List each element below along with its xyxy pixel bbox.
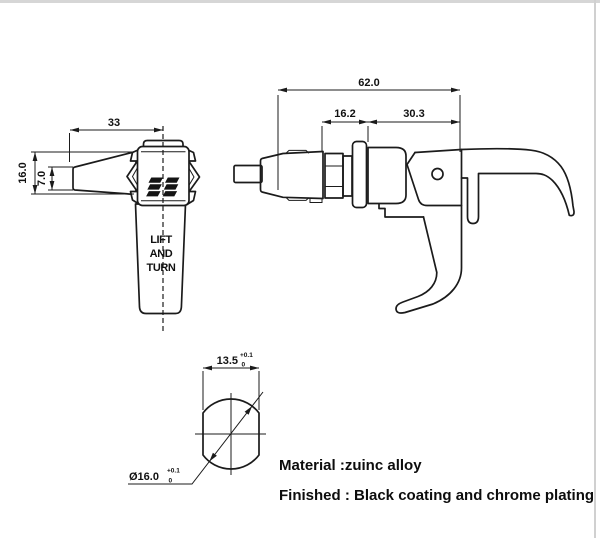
side-nut — [324, 152, 344, 199]
dim-dia-16-0-label: Ø16.0 — [129, 471, 159, 483]
dimension-33: 33 — [69, 117, 163, 162]
page-top-border — [0, 0, 600, 3]
handle-label-line1: LIFT — [150, 234, 172, 246]
side-knob — [259, 150, 324, 200]
dimension-dia-16-0: Ø16.0 +0.1 0 — [129, 468, 180, 485]
brand-logo-icon — [146, 177, 180, 197]
bottom-circle — [202, 398, 260, 470]
handle-label-line3: TURN — [147, 262, 176, 274]
front-handle-blade — [134, 203, 187, 315]
dim-dia-16-0-tol-bottom: 0 — [169, 478, 173, 485]
front-cone-outline — [72, 150, 137, 196]
dimension-16-2: 16.2 — [321, 108, 369, 151]
dim-13-5-tol-bottom: 0 — [242, 362, 246, 369]
dim-13-5-label: 13.5 — [217, 355, 238, 367]
dim-16-0-label: 16.0 — [17, 162, 29, 183]
dimension-16-0: 16.0 — [17, 151, 134, 195]
side-handle-outline — [414, 147, 575, 225]
note-finish: Finished : Black coating and chrome plat… — [279, 487, 595, 504]
dim-30-3-label: 30.3 — [403, 108, 424, 120]
dimension-7-0: 7.0 — [36, 166, 73, 191]
side-flange — [351, 140, 368, 209]
dim-62-0-label: 62.0 — [358, 77, 379, 89]
dim-33-label: 33 — [108, 117, 120, 129]
dimension-62-0: 62.0 — [277, 77, 461, 190]
side-view: 62.0 16.2 30.3 — [233, 77, 575, 314]
dim-7-0-label: 7.0 — [36, 171, 48, 186]
dimension-13-5: 13.5 +0.1 0 — [202, 352, 260, 410]
side-knob-top-rib — [285, 149, 310, 154]
side-bracket — [378, 203, 425, 218]
side-knob-bottom-rib — [285, 197, 310, 201]
dim-16-2-label: 16.2 — [334, 108, 355, 120]
dim-13-5-tol-top: +0.1 — [240, 352, 253, 359]
handle-label-line2: AND — [150, 248, 173, 260]
side-nut-washer — [342, 155, 353, 197]
side-housing — [367, 146, 407, 205]
side-handle-hook — [395, 148, 463, 314]
bottom-view: 13.5 +0.1 0 Ø16.0 +0.1 0 — [128, 352, 266, 485]
side-knob-tab — [309, 198, 323, 203]
side-handle-plate-left-edge — [406, 151, 463, 207]
diameter-leader-line — [128, 391, 264, 485]
page-right-border — [594, 0, 596, 538]
note-material: Material :zuinc alloy — [279, 457, 422, 474]
side-shaft — [233, 164, 263, 184]
front-view: LIFT AND TURN 33 16.0 — [17, 117, 201, 333]
dimension-30-3: 30.3 — [368, 108, 460, 125]
side-plate-hole — [431, 167, 444, 181]
dim-dia-16-0-tol-top: +0.1 — [167, 468, 180, 475]
